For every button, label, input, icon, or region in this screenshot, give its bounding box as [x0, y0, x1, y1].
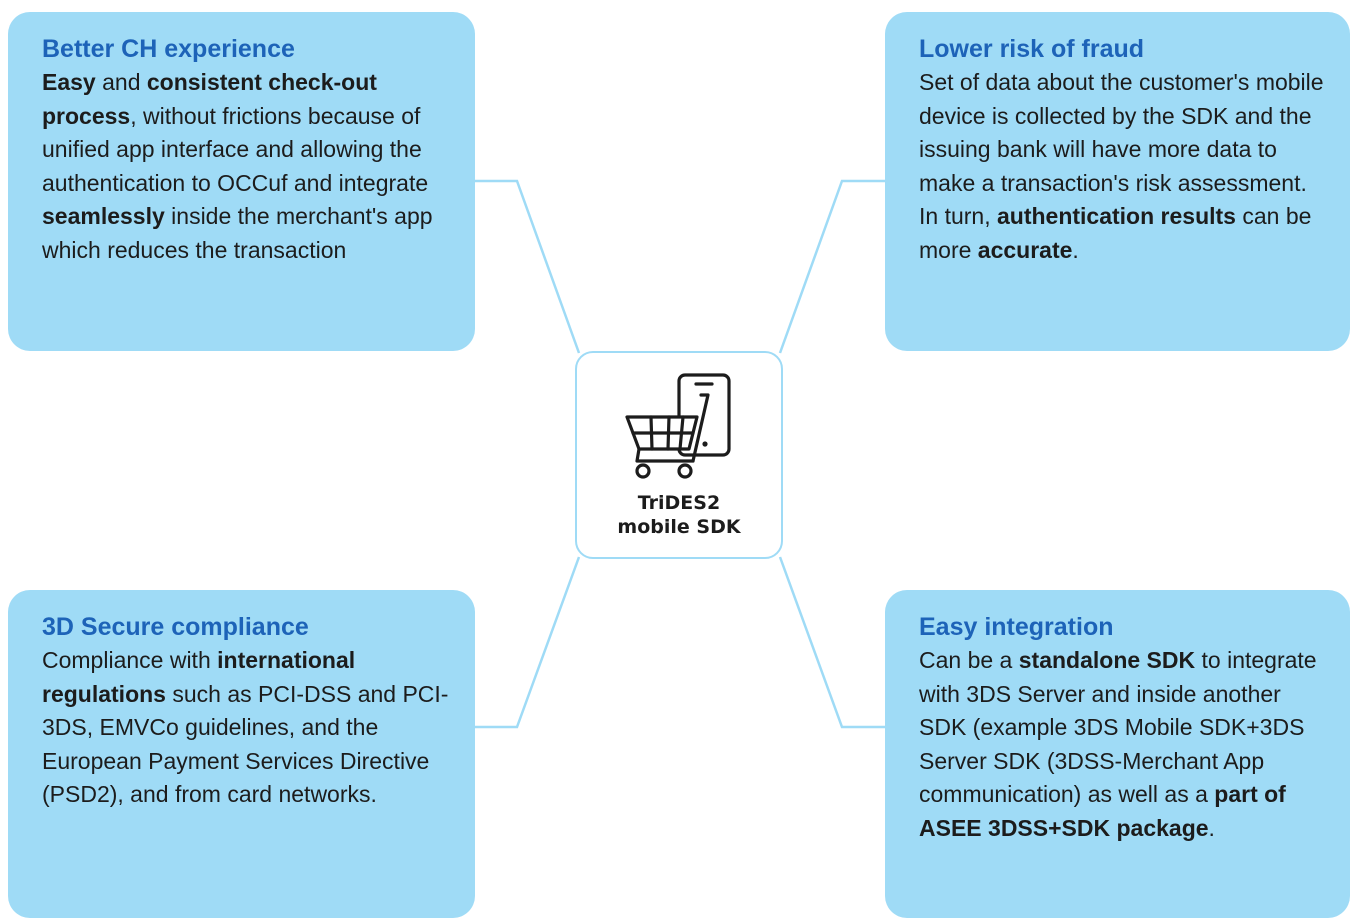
body-text: to integrate with 3DS Server and inside …	[919, 647, 1317, 807]
emphasis-text: Easy	[42, 69, 96, 95]
emphasis-text: international regulations	[42, 647, 356, 707]
card-title: Lower risk of fraud	[919, 35, 1145, 63]
body-text: Set of data about the customer's mobile …	[919, 69, 1324, 229]
emphasis-text: standalone SDK	[1018, 647, 1196, 673]
card-title: Better CH experience	[42, 35, 295, 63]
card-body: Compliance with international regulation…	[42, 644, 455, 812]
body-text: .	[1208, 814, 1215, 841]
card-title: Easy integration	[919, 613, 1114, 641]
center-node: TriDES2 mobile SDK	[575, 351, 783, 559]
connector-top-left	[475, 179, 581, 354]
center-title: TriDES2 mobile SDK	[577, 491, 781, 539]
card-3d-secure-compliance: 3D Secure compliance Compliance with int…	[8, 590, 475, 918]
body-text: inside the merchant's app which reduces …	[42, 203, 433, 263]
body-text: Can be a	[919, 647, 1019, 673]
card-lower-risk-of-fraud: Lower risk of fraud Set of data about th…	[885, 12, 1350, 351]
emphasis-text: consistent check-out process	[42, 69, 377, 129]
card-body: Set of data about the customer's mobile …	[919, 66, 1330, 267]
center-title-line1: TriDES2	[637, 492, 721, 514]
card-easy-integration: Easy integration Can be a standalone SDK…	[885, 590, 1350, 918]
connector-bottom-right	[778, 556, 885, 729]
body-text: .	[1072, 236, 1079, 263]
emphasis-text: seamlessly	[42, 203, 165, 229]
body-text: , without frictions because of unified a…	[42, 102, 429, 196]
card-body: Easy and consistent check-out process, w…	[42, 66, 455, 267]
emphasis-text: accurate	[977, 236, 1073, 263]
body-text: Compliance with	[42, 647, 218, 673]
card-title: 3D Secure compliance	[42, 613, 309, 641]
card-body: Can be a standalone SDK to integrate wit…	[919, 644, 1330, 845]
connector-top-right	[778, 179, 885, 354]
connector-bottom-left	[475, 556, 581, 729]
center-title-line2: mobile SDK	[617, 516, 741, 538]
emphasis-text: authentication results	[996, 203, 1236, 229]
body-text: such as PCI-DSS and PCI- 3DS, EMVCo guid…	[42, 680, 449, 808]
body-text: and	[95, 69, 147, 95]
body-text: can be more	[919, 203, 1312, 263]
emphasis-text: part of ASEE 3DSS+SDK package	[919, 781, 1286, 841]
shopping-cart-smartphone-icon	[625, 373, 731, 479]
card-better-ch-experience: Better CH experience Easy and consistent…	[8, 12, 475, 351]
